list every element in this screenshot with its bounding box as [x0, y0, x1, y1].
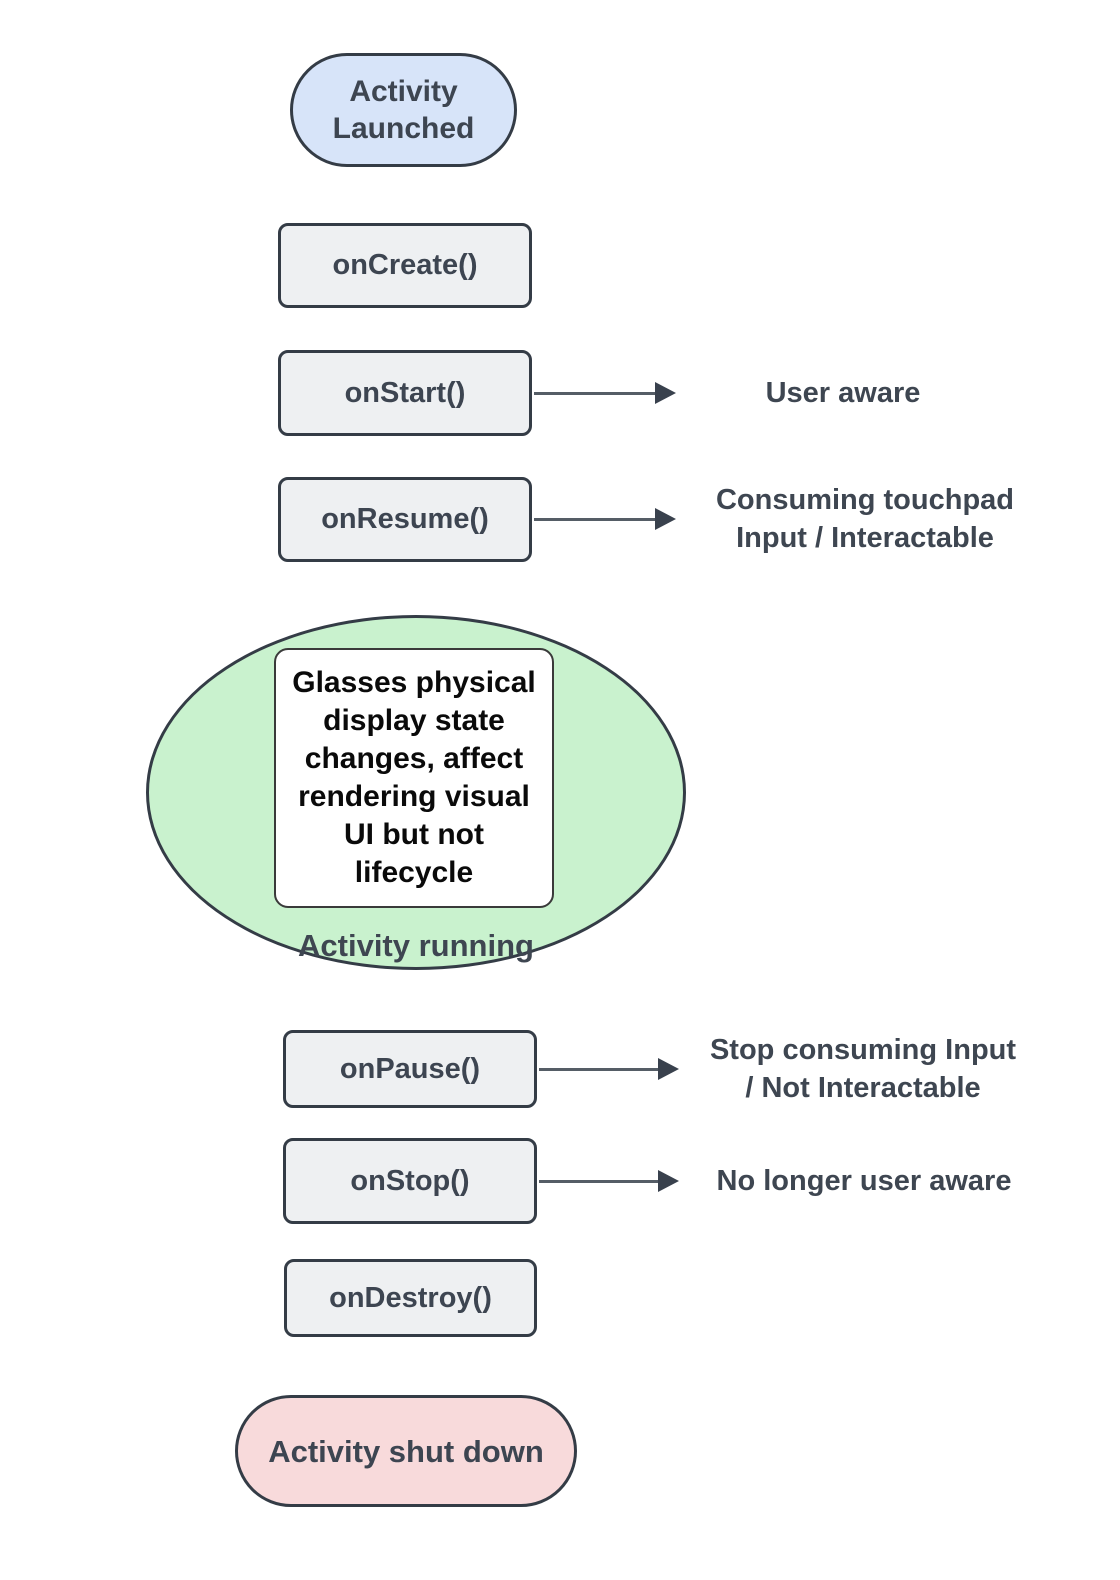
arrow-head-icon	[658, 1058, 679, 1080]
node-on-create: onCreate()	[278, 223, 532, 308]
arrow-shaft	[539, 1068, 661, 1071]
arrow-shaft	[534, 392, 658, 395]
node-on-start: onStart()	[278, 350, 532, 436]
node-activity-shut-down: Activity shut down	[235, 1395, 577, 1507]
node-on-pause: onPause()	[283, 1030, 537, 1108]
annotation-no-longer-user-aware: No longer user aware	[716, 1165, 1012, 1197]
arrow-shaft	[539, 1180, 661, 1183]
annotation-user-aware: User aware	[765, 377, 921, 409]
arrow-shaft	[534, 518, 658, 521]
node-activity-launched: Activity Launched	[290, 53, 517, 167]
arrow-head-icon	[658, 1170, 679, 1192]
annotation-consuming-touchpad: Consuming touchpad Input / Interactable	[715, 484, 1015, 554]
arrow-head-icon	[655, 508, 676, 530]
label-activity-running: Activity running	[298, 928, 534, 963]
node-on-stop: onStop()	[283, 1138, 537, 1224]
node-on-resume: onResume()	[278, 477, 532, 562]
note-glasses-display-state: Glasses physical display state changes, …	[274, 648, 554, 908]
annotation-stop-consuming-input: Stop consuming Input / Not Interactable	[709, 1034, 1017, 1104]
node-on-destroy: onDestroy()	[284, 1259, 537, 1337]
arrow-head-icon	[655, 382, 676, 404]
